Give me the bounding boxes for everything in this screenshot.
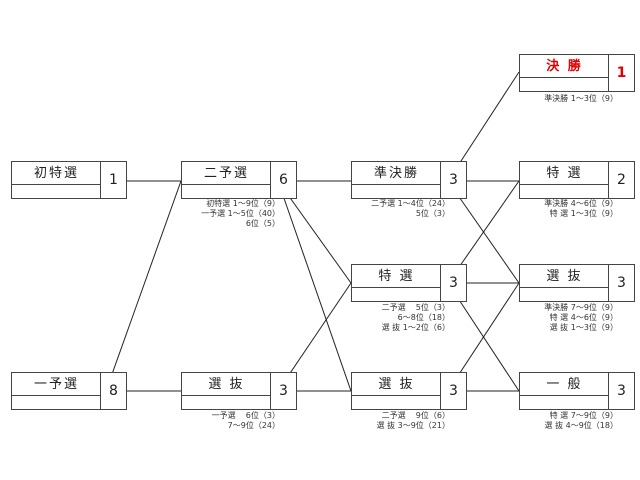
race-name: 選 抜 — [520, 265, 609, 288]
qualifier-notes-junkessho: 二予選 1～4位（24） 5位（3） — [330, 199, 450, 219]
race-box-niyosen: 二予選 6 — [181, 161, 297, 199]
qualifier-notes-ippan: 特 選 7～9位（9） 選 抜 4～9位（18） — [498, 411, 618, 431]
race-box-junkessho: 準決勝 3 — [351, 161, 467, 199]
race-count: 3 — [440, 373, 466, 409]
qualifier-note: 7～9位（24） — [227, 421, 280, 430]
race-count: 3 — [440, 265, 466, 301]
qualifier-note: 6位（5） — [245, 219, 280, 228]
race-blank — [520, 288, 609, 301]
race-box-senbatsu-final: 選 抜 3 — [519, 264, 635, 302]
race-blank — [520, 396, 609, 409]
race-blank — [520, 185, 609, 198]
qualifier-notes-senbatsu-mid: 一予選 6位（3） 7～9位（24） — [160, 411, 280, 431]
qualifier-note: 二予選 5位（3） — [381, 303, 450, 312]
qualifier-note: 選 抜 1～3位（9） — [549, 323, 618, 332]
race-box-ichiyosen: 一予選 8 — [11, 372, 127, 410]
race-count: 8 — [100, 373, 126, 409]
race-name: 選 抜 — [352, 373, 441, 396]
race-count: 6 — [270, 162, 296, 198]
qualifier-note: 初特選 1～9位（9） — [206, 199, 280, 208]
qualifier-notes-tokusen-mid: 二予選 5位（3） 6～8位（18） 選 抜 1～2位（6） — [330, 303, 450, 333]
qualifier-note: 準決勝 7～9位（9） — [544, 303, 618, 312]
qualifier-note: 特 選 4～6位（9） — [549, 313, 618, 322]
race-blank — [182, 185, 271, 198]
race-box-tokusen-mid: 特 選 3 — [351, 264, 467, 302]
qualifier-note: 準決勝 1～3位（9） — [544, 94, 618, 103]
line-niyosen-senbatsu-r — [277, 180, 352, 392]
qualifier-note: 選 抜 4～9位（18） — [544, 421, 618, 430]
qualifier-notes-senbatsu-final: 準決勝 7～9位（9） 特 選 4～6位（9） 選 抜 1～3位（9） — [498, 303, 618, 333]
qualifier-note: 選 抜 1～2位（6） — [381, 323, 450, 332]
qualifier-note: 5位（3） — [415, 209, 450, 218]
race-count: 3 — [440, 162, 466, 198]
race-blank — [352, 185, 441, 198]
race-name: 一 般 — [520, 373, 609, 396]
race-box-ippan: 一 般 3 — [519, 372, 635, 410]
race-count: 3 — [608, 373, 634, 409]
qualifier-note: 一予選 6位（3） — [211, 411, 280, 420]
race-blank — [352, 288, 441, 301]
race-count: 1 — [100, 162, 126, 198]
qualifier-note: 特 選 7～9位（9） — [549, 411, 618, 420]
line-ichiyosen-niyosen — [105, 180, 182, 392]
race-count: 3 — [270, 373, 296, 409]
race-name: 二予選 — [182, 162, 271, 185]
qualifier-notes-senbatsu-r: 二予選 9位（6） 選 抜 3～9位（21） — [330, 411, 450, 431]
qualifier-notes-niyosen: 初特選 1～9位（9） 一予選 1～5位（40） 6位（5） — [160, 199, 280, 229]
qualifier-note: 準決勝 4～6位（9） — [544, 199, 618, 208]
race-blank — [182, 396, 271, 409]
race-blank — [12, 396, 101, 409]
race-box-shotokusen: 初特選 1 — [11, 161, 127, 199]
race-count: 1 — [608, 55, 634, 91]
qualifier-notes-tokusen-final: 準決勝 4～6位（9） 特 選 1～3位（9） — [498, 199, 618, 219]
race-name: 特 選 — [352, 265, 441, 288]
race-box-kessho: 決 勝 1 — [519, 54, 635, 92]
qualifier-note: 二予選 1～4位（24） — [371, 199, 450, 208]
race-box-tokusen-final: 特 選 2 — [519, 161, 635, 199]
race-box-senbatsu-mid: 選 抜 3 — [181, 372, 297, 410]
qualifier-notes-kessho: 準決勝 1～3位（9） — [498, 94, 618, 104]
race-name: 決 勝 — [520, 55, 609, 78]
race-name: 一予選 — [12, 373, 101, 396]
race-box-senbatsu-r: 選 抜 3 — [351, 372, 467, 410]
qualifier-note: 一予選 1～5位（40） — [201, 209, 280, 218]
race-blank — [520, 78, 609, 91]
race-count: 3 — [608, 265, 634, 301]
qualifier-note: 6～8位（18） — [397, 313, 450, 322]
qualifier-note: 二予選 9位（6） — [381, 411, 450, 420]
race-count: 2 — [608, 162, 634, 198]
race-name: 初特選 — [12, 162, 101, 185]
race-name: 選 抜 — [182, 373, 271, 396]
qualifier-note: 選 抜 3～9位（21） — [376, 421, 450, 430]
race-blank — [12, 185, 101, 198]
race-name: 特 選 — [520, 162, 609, 185]
race-blank — [352, 396, 441, 409]
qualifier-note: 特 選 1～3位（9） — [549, 209, 618, 218]
race-name: 準決勝 — [352, 162, 441, 185]
